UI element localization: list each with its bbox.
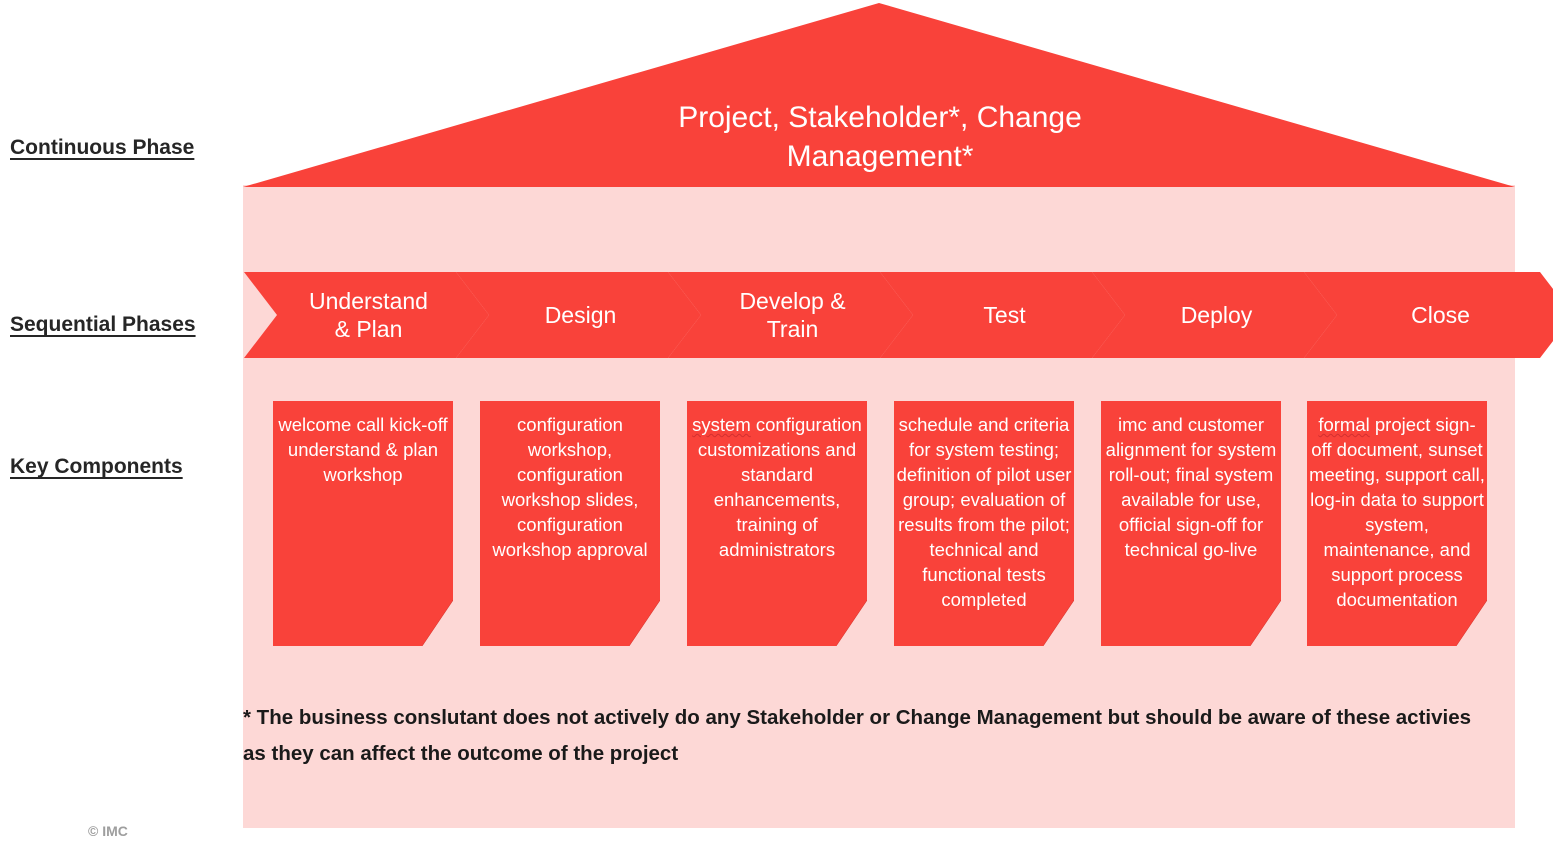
key-component-card[interactable]: welcome call kick-off understand & plan … — [273, 401, 453, 646]
key-component-card[interactable]: imc and customer alignment for system ro… — [1101, 401, 1281, 646]
phase-arrow-label: Close — [1411, 302, 1470, 328]
key-component-text: formal project sign-off document, sunset… — [1309, 412, 1485, 612]
spellcheck-flagged-word: formal — [1318, 414, 1370, 435]
phase-arrow-close[interactable]: Close — [1304, 272, 1553, 358]
phase-arrow-label: Understand & Plan — [309, 288, 428, 342]
row-label-sequential-phases: Sequential Phases — [10, 313, 196, 336]
key-component-body: project sign-off document, sunset meetin… — [1309, 414, 1485, 610]
page-fold-corner-icon — [836, 600, 867, 646]
spellcheck-flagged-word: system — [692, 414, 751, 435]
roof-shape — [243, 3, 1515, 187]
key-component-text: configuration workshop, configuration wo… — [492, 414, 648, 560]
sequential-phases-row: Understand & Plan Design Develop & Train Te… — [243, 270, 1515, 360]
key-component-text: welcome call kick-off understand & plan … — [278, 414, 448, 485]
row-label-continuous-phase: Continuous Phase — [10, 136, 195, 159]
key-component-card[interactable]: configuration workshop, configuration wo… — [480, 401, 660, 646]
row-label-key-components: Key Components — [10, 455, 183, 478]
phase-arrow-label: Test — [983, 302, 1026, 328]
phase-arrow-label: Design — [544, 302, 617, 328]
roof-triangle — [243, 3, 1515, 187]
key-component-text: system configuration customizations and … — [689, 412, 865, 562]
key-component-card[interactable]: formal project sign-off document, sunset… — [1307, 401, 1487, 646]
phase-arrow-deploy[interactable]: Deploy — [1092, 272, 1337, 358]
phase-arrow-design[interactable]: Design — [456, 272, 701, 358]
page-fold-corner-icon — [422, 600, 453, 646]
phase-arrow-label: Develop & Train — [739, 288, 846, 342]
phase-arrow-develop-train[interactable]: Develop & Train — [668, 272, 913, 358]
key-component-body: configuration customizations and standar… — [697, 414, 862, 560]
phase-arrow-label: Deploy — [1180, 302, 1253, 328]
copyright-label: © IMC — [88, 823, 128, 839]
footnote-text: * The business conslutant does not activ… — [243, 706, 1472, 765]
key-component-card[interactable]: schedule and criteria for system testing… — [894, 401, 1074, 646]
key-component-text: schedule and criteria for system testing… — [896, 414, 1072, 610]
page-fold-corner-icon — [629, 600, 660, 646]
key-component-text: imc and customer alignment for system ro… — [1105, 414, 1277, 560]
key-component-card[interactable]: system configuration customizations and … — [687, 401, 867, 646]
page-fold-corner-icon — [1250, 600, 1281, 646]
phase-arrow-test[interactable]: Test — [880, 272, 1125, 358]
phase-arrow-understand-plan[interactable]: Understand & Plan — [244, 272, 489, 358]
key-components-row: welcome call kick-off understand & plan … — [243, 401, 1515, 649]
